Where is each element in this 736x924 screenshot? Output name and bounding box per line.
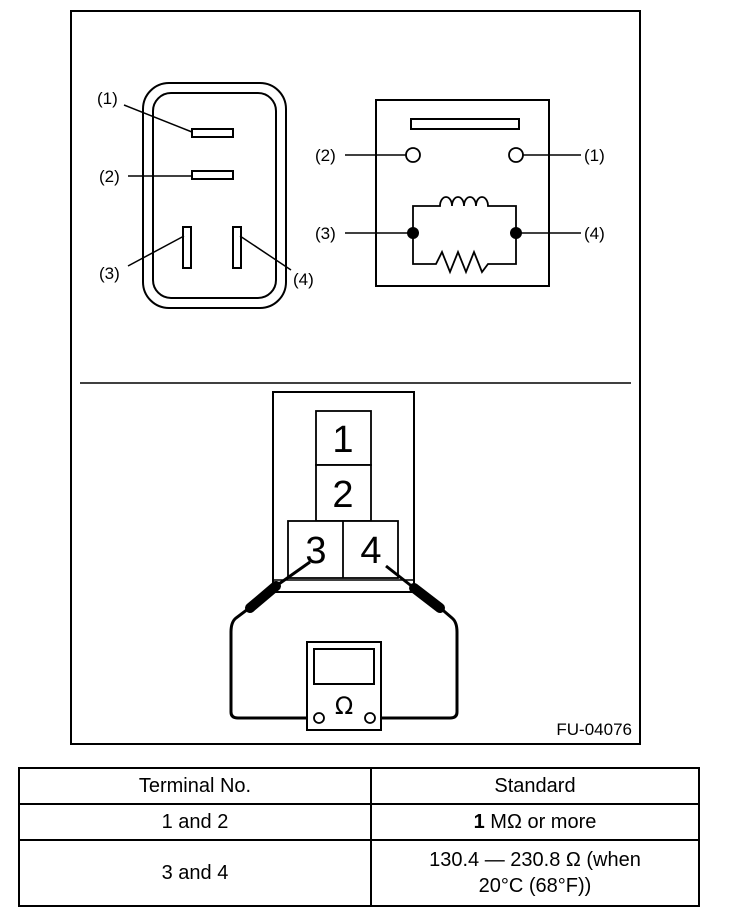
ohmmeter-display [313, 648, 375, 685]
test-probe-left [229, 560, 312, 720]
row2-standard: 130.4 — 230.8 Ω (when 20°C (68°F)) [370, 839, 700, 907]
header-terminal: Terminal No. [18, 767, 372, 805]
table-row: 3 and 4 130.4 — 230.8 Ω (when 20°C (68°F)… [18, 839, 700, 907]
test-probe-right [378, 564, 459, 720]
connector-label-4: (4) [293, 270, 314, 289]
row2-standard-line2: 20°C (68°F)) [478, 875, 592, 897]
terminal-number-3: 3 [305, 530, 326, 572]
relay-contact-bar [410, 118, 520, 130]
terminal-number-4: 4 [360, 530, 381, 572]
row1-standard: 1 MΩ or more [370, 803, 700, 841]
row1-standard-unit: MΩ or more [484, 810, 597, 833]
connector-label-1: (1) [97, 89, 118, 108]
circuit-label-4: (4) [584, 224, 605, 243]
connector-pin-2 [191, 170, 234, 180]
ohm-symbol: Ω [335, 692, 353, 720]
table-row: 1 and 2 1 MΩ or more [18, 803, 700, 841]
connector-pin-4 [232, 226, 242, 269]
circuit-label-2: (2) [315, 146, 336, 165]
table-header-row: Terminal No. Standard [18, 767, 700, 805]
row1-standard-number: 1 [473, 810, 485, 833]
terminal-number-2: 2 [332, 474, 353, 516]
ohmmeter [306, 641, 382, 731]
relay-circuit [345, 99, 581, 287]
row2-terminal: 3 and 4 [18, 839, 372, 907]
circuit-label-3: (3) [315, 224, 336, 243]
relay-terminal-block [272, 391, 415, 593]
circuit-terminal-1 [508, 147, 524, 163]
figure-frame [70, 10, 641, 745]
relay-resistor [412, 233, 517, 275]
terminal-number-1: 1 [332, 419, 353, 461]
header-standard: Standard [370, 767, 700, 805]
circuit-terminal-2 [405, 147, 421, 163]
circuit-label-1: (1) [584, 146, 605, 165]
ohmmeter-jack-left [313, 712, 325, 724]
row1-terminal: 1 and 2 [18, 803, 372, 841]
relay-coil [412, 196, 517, 233]
connector-label-2: (2) [99, 167, 120, 186]
connector-label-3: (3) [99, 264, 120, 283]
relay-connector [123, 82, 292, 309]
connector-pin-1 [191, 128, 234, 138]
relay-diagram: (1) (2) (3) (4) (2) (1) (3) (4) 1 2 3 4 [70, 10, 641, 745]
resistance-spec-table: Terminal No. Standard 1 and 2 1 MΩ or mo… [18, 767, 700, 907]
row2-standard-line1: 130.4 — 230.8 Ω (when [429, 849, 641, 871]
ohmmeter-jack-right [364, 712, 376, 724]
connector-pin-3 [182, 226, 192, 269]
figure-code: FU-04076 [556, 720, 632, 739]
